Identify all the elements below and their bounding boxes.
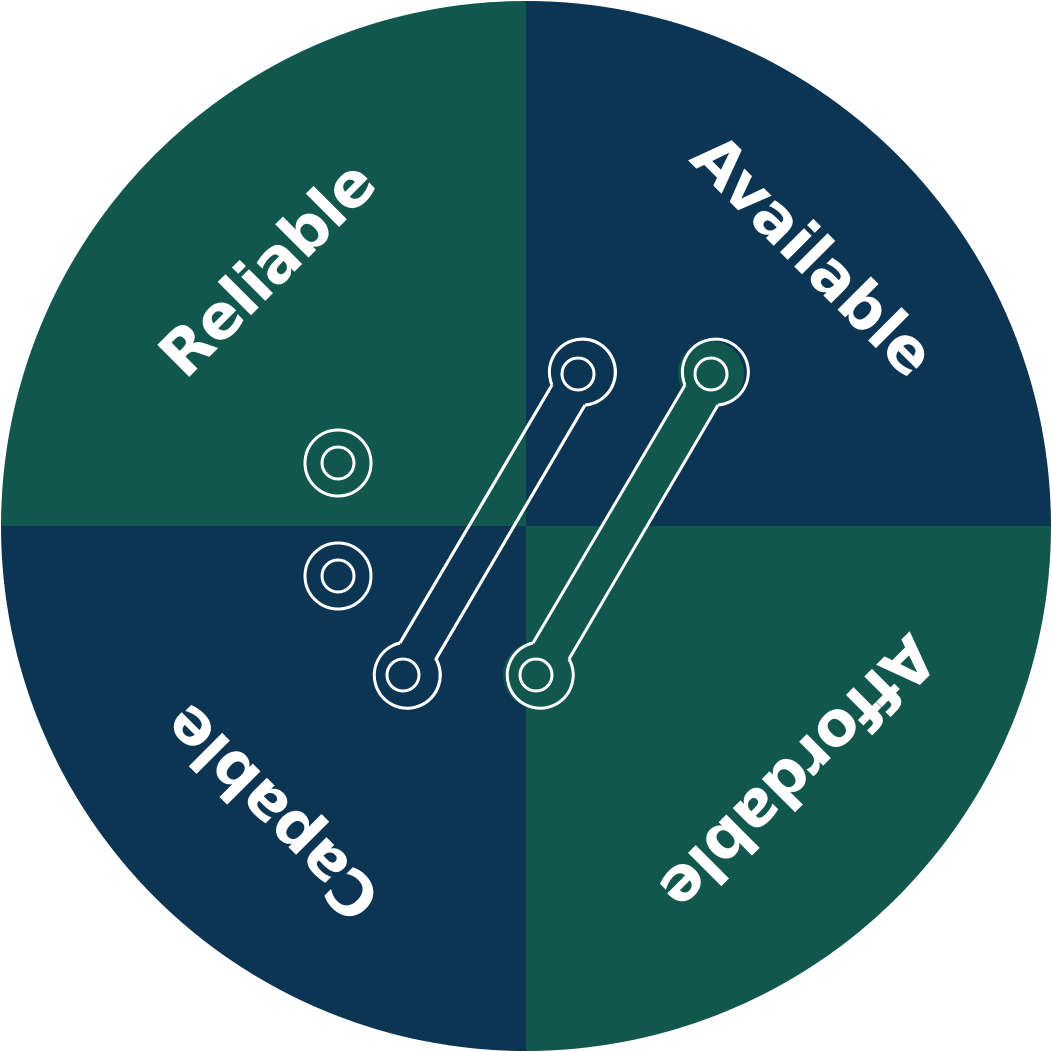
link-bar-left [370, 337, 617, 710]
terminal-ring-bottom [303, 541, 373, 611]
quadrant-reliable [1, 1, 526, 526]
circuit-connector-icon [303, 337, 750, 710]
ring-icon [560, 356, 596, 392]
ring-icon [693, 356, 729, 392]
quadrant-available [526, 1, 1051, 526]
terminal-ring-top [303, 428, 373, 498]
ring-icon [518, 657, 554, 693]
quadrant-affordable [526, 526, 1051, 1051]
ring-icon [385, 657, 421, 693]
link-bar-right [503, 337, 750, 710]
